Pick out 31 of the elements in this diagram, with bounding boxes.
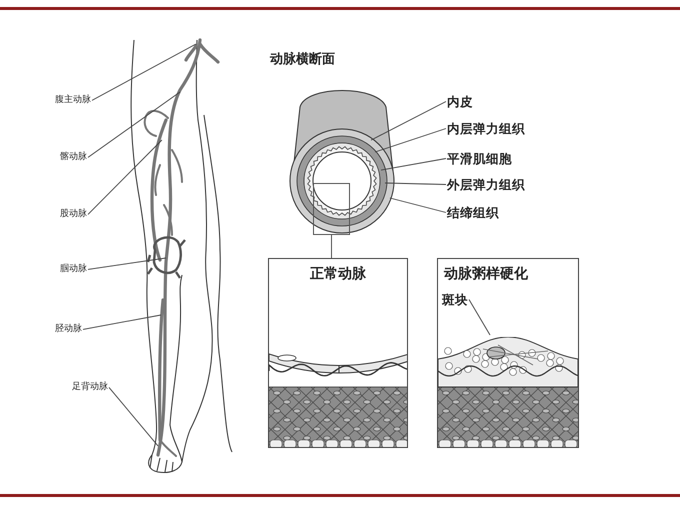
layer-label: 内皮 bbox=[447, 94, 473, 109]
tissue-panel bbox=[437, 258, 579, 448]
leader-line bbox=[82, 314, 162, 330]
callout-label: 斑块 bbox=[442, 292, 468, 307]
part-label: 髂动脉 bbox=[60, 152, 87, 163]
leader-line bbox=[380, 158, 446, 171]
leader-line bbox=[389, 198, 446, 213]
leader-line bbox=[92, 44, 196, 101]
leader-line bbox=[88, 140, 162, 215]
zoom-frame bbox=[313, 183, 350, 235]
leader-line bbox=[108, 386, 158, 446]
layer-label: 外层弹力组织 bbox=[447, 177, 525, 192]
panel-title: 动脉粥样硬化 bbox=[444, 265, 528, 283]
tissue-panel bbox=[268, 258, 408, 448]
leader-line bbox=[331, 234, 332, 258]
panel-title: 正常动脉 bbox=[309, 265, 367, 283]
part-label: 腹主动脉 bbox=[55, 95, 91, 106]
leader-line bbox=[384, 182, 446, 185]
part-label: 足背动脉 bbox=[72, 382, 108, 393]
leader-line bbox=[468, 299, 490, 336]
section-heading: 动脉横断面 bbox=[270, 50, 335, 68]
part-label: 腘动脉 bbox=[60, 264, 87, 275]
leader-line bbox=[370, 101, 446, 141]
layer-label: 平滑肌细胞 bbox=[447, 151, 512, 166]
leader-line bbox=[374, 128, 446, 152]
part-label: 股动脉 bbox=[60, 209, 87, 220]
leader-line bbox=[88, 92, 180, 158]
layer-label: 内层弹力组织 bbox=[447, 121, 525, 136]
leader-line bbox=[88, 258, 166, 270]
layer-label: 结缔组织 bbox=[447, 205, 499, 220]
part-label: 胫动脉 bbox=[55, 324, 82, 335]
